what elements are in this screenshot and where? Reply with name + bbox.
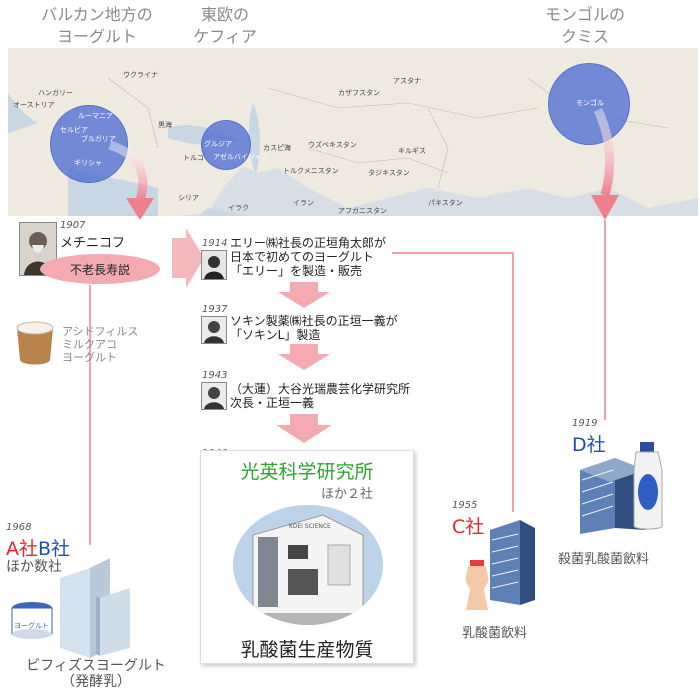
map-label-iraq: イラク — [228, 204, 249, 212]
company-d-name: D社 — [572, 434, 606, 456]
institute-product: 乳酸菌生産物質 — [240, 639, 374, 661]
acidophilus-jar-icon — [12, 318, 58, 368]
company-ab-others: ほか数社 — [6, 559, 62, 575]
map-label-mongolia: モンゴル — [576, 99, 604, 107]
header-kumis: モンゴルの クミス — [544, 5, 625, 46]
company-ab-year: 1968 — [6, 522, 32, 533]
institute-card: 光英科学研究所 ほか２社 KOEI SCIENCE 乳酸菌生産物質 — [200, 450, 414, 664]
map-label-iran: イラン — [293, 199, 314, 207]
line-to-d — [604, 220, 606, 420]
header-balkan-yogurt: バルカン地方の ヨーグルト — [41, 5, 153, 46]
metchnikoff-year: 1907 — [60, 220, 86, 231]
event-1943-text: （大蓮）大谷光瑞農芸化学研究所 次長・正垣一義 — [230, 382, 411, 410]
yogurt-package-label: ヨーグルト — [14, 622, 49, 630]
map-eurasia: オーストリア ハンガリー ウクライナ トルコ シリア イラク イラン カザフスタ… — [8, 48, 698, 216]
event-1937-year: 1937 — [202, 304, 228, 315]
company-d-product: 殺菌乳酸菌飲料 — [558, 552, 650, 567]
event-1937-portrait — [201, 316, 227, 344]
company-c-year: 1955 — [452, 500, 478, 511]
lactic-drink-bottle-icon — [462, 560, 492, 614]
map-label-astana: アスタナ — [393, 77, 421, 85]
map-label-kazakhstan: カザフスタン — [338, 89, 380, 97]
company-d-building-icon — [570, 430, 670, 540]
company-c-building-icon — [480, 510, 540, 610]
company-c-name: C社 — [452, 516, 485, 538]
event-arrow-1 — [278, 282, 330, 308]
map-label-austria: オーストリア — [13, 101, 55, 109]
kefir-region-circle — [201, 120, 251, 170]
longevity-theory-label: 不老長寿説 — [69, 263, 130, 277]
line-to-c — [392, 252, 514, 512]
map-label-blacksea: 黒海 — [158, 121, 172, 129]
map-label-turkey: トルコ — [183, 154, 204, 162]
yogurt-package-icon — [10, 600, 54, 640]
company-a-name: A社 — [6, 538, 38, 560]
event-1914-text: エリー㈱社長の正垣角太郎が 日本で初めてのヨーグルト 「エリー」を製造・販売 — [230, 236, 387, 278]
metchnikoff-name: メチニコフ — [60, 236, 126, 251]
event-1914-year: 1914 — [202, 238, 228, 249]
event-1943-year: 1943 — [202, 370, 228, 381]
map-label-syria: シリア — [178, 194, 199, 202]
map-label-uzbekistan: ウズベキスタン — [308, 141, 357, 149]
map-label-greece: ギリシャ — [74, 159, 102, 167]
map-label-turkmenistan: トルクメニスタン — [283, 167, 339, 175]
event-1943-portrait — [201, 382, 227, 410]
map-label-tajikistan: タジキスタン — [368, 169, 410, 177]
company-c-product: 乳酸菌飲料 — [462, 626, 528, 641]
event-1914-portrait — [201, 250, 227, 280]
company-d-year: 1919 — [572, 418, 598, 429]
institute-building-sign: KOEI SCIENCE — [289, 523, 331, 530]
header-kefir: 東欧の ケフィア — [193, 5, 257, 46]
company-ab-product: ビフィズスヨーグルト （発酵乳） — [26, 658, 166, 690]
map-label-ukraine: ウクライナ — [123, 71, 158, 79]
company-ab-names: A社B社 — [6, 534, 70, 561]
map-label-afghanistan: アフガニスタン — [338, 207, 387, 215]
map-label-hungary: ハンガリー — [38, 89, 73, 97]
event-arrow-3 — [276, 414, 332, 443]
metchnikoff-to-events-arrow — [172, 228, 204, 288]
map-label-serbia: セルビア — [60, 126, 88, 134]
mongolia-curve-arrow — [593, 108, 615, 197]
longevity-theory-ellipse — [40, 254, 160, 284]
institute-others: ほか２社 — [321, 487, 374, 502]
map-label-romania: ルーマニア — [78, 112, 113, 120]
mongolia-region-circle — [548, 63, 630, 145]
institute-name: 光英科学研究所 — [240, 461, 374, 483]
map-label-georgia: グルジア — [204, 140, 232, 148]
company-ab-buildings-icon — [40, 548, 140, 658]
map-label-azerbaijan: アゼルバイジャン — [213, 153, 269, 161]
map-label-pakistan: パキスタン — [428, 199, 463, 207]
map-label-kyrgyzstan: キルギス — [398, 147, 426, 155]
acidophilus-label: アシドフィルス ミルクアコ ヨーグルト — [62, 325, 139, 364]
event-arrow-2 — [278, 344, 330, 370]
map-label-caspian: カスピ海 — [263, 144, 291, 152]
balkan-arrowhead — [126, 198, 154, 220]
balkan-curve-arrow — [108, 140, 148, 202]
map-label-bulgaria: ブルガリア — [81, 135, 116, 143]
mongolia-arrowhead — [591, 195, 619, 220]
company-b-name: B社 — [38, 538, 71, 560]
event-1937-text: ソキン製薬㈱社長の正垣一義が 「ソキンL」製造 — [230, 314, 398, 342]
